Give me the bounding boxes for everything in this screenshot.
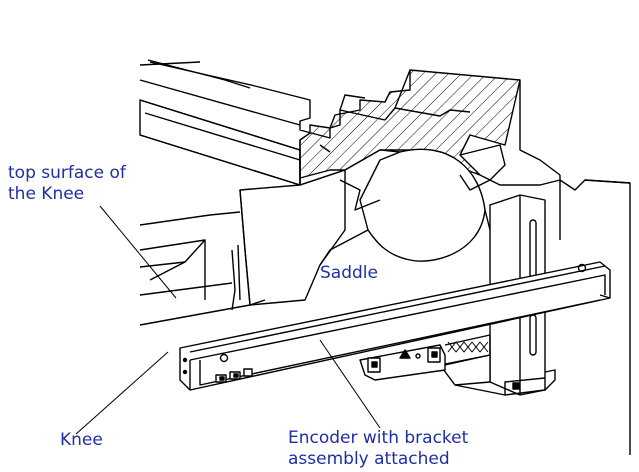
leader-encoder bbox=[319, 339, 381, 429]
label-line: the Knee bbox=[8, 184, 85, 204]
label-line: assembly attached bbox=[288, 449, 450, 469]
leader-lines bbox=[75, 205, 381, 435]
encoder-read-head bbox=[359, 334, 491, 381]
encoder-scale bbox=[179, 261, 611, 391]
label-knee: Knee bbox=[60, 430, 103, 450]
section-hatching bbox=[299, 69, 521, 179]
label-encoder-bracket: Encoder with bracket assembly attached bbox=[288, 428, 468, 470]
saddle-bore bbox=[367, 148, 486, 262]
saddle bbox=[239, 80, 631, 306]
knee-way bbox=[139, 211, 266, 326]
label-line: Encoder with bracket bbox=[288, 428, 469, 448]
label-top-surface-of-knee: top surface of the Knee bbox=[8, 163, 126, 205]
label-line: top surface of bbox=[8, 163, 126, 183]
leader-knee bbox=[75, 351, 169, 435]
label-saddle: Saddle bbox=[320, 263, 378, 283]
knee-body bbox=[559, 175, 631, 455]
leader-top-surface bbox=[99, 205, 177, 299]
